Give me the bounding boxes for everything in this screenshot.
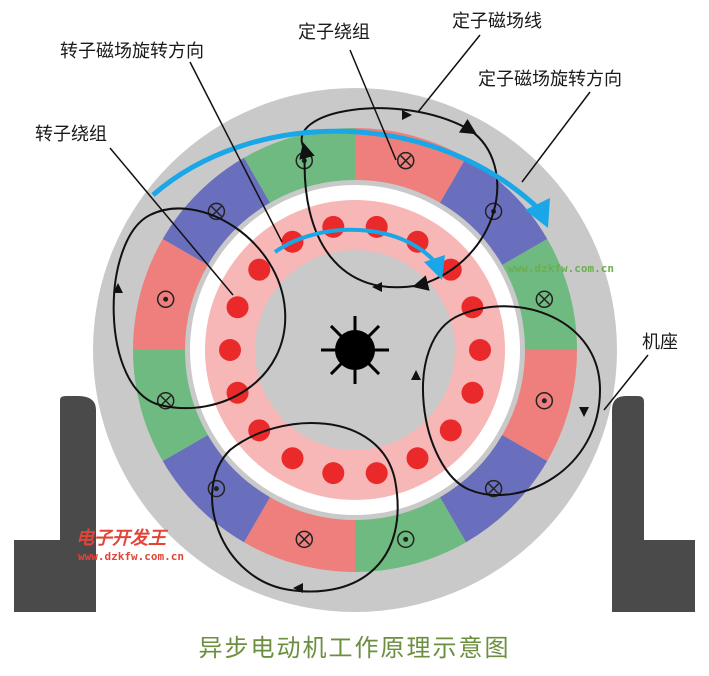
rotor-rotation-arrowhead bbox=[424, 255, 445, 280]
current-out-icon bbox=[207, 479, 226, 498]
shaft-spike bbox=[366, 361, 381, 376]
rotor-conductor bbox=[226, 296, 249, 319]
stator-slot bbox=[502, 350, 577, 461]
watermark-logo: 电子开发王 bbox=[76, 528, 169, 549]
rotor-rotation-arrow bbox=[273, 227, 437, 264]
stator-rotation-arrowhead bbox=[525, 198, 550, 228]
label-rotor-winding: 转子绕组 bbox=[35, 124, 107, 145]
current-out-icon bbox=[396, 530, 415, 549]
shaft-spike bbox=[329, 324, 344, 339]
label-stator-field-direction: 定子磁场旋转方向 bbox=[478, 69, 622, 90]
stator-slot bbox=[244, 128, 355, 203]
current-in-icon bbox=[156, 391, 175, 410]
current-in-icon bbox=[295, 530, 314, 549]
rotor-conductor bbox=[365, 462, 388, 485]
shaft-spike bbox=[366, 324, 381, 339]
rotor-conductor bbox=[461, 296, 484, 319]
field-loop-bottom bbox=[211, 421, 399, 593]
rotor-conductor bbox=[281, 447, 304, 470]
current-in-icon bbox=[484, 479, 503, 498]
rotor-conductor bbox=[248, 258, 271, 281]
stator-field-lines bbox=[112, 107, 602, 593]
current-in-icon bbox=[535, 290, 554, 309]
stator-slot bbox=[133, 239, 208, 350]
current-out-icon bbox=[156, 290, 175, 309]
current-out-icon bbox=[535, 391, 554, 410]
stator-rotation-arrow bbox=[151, 128, 542, 212]
watermark-url-right: www.dzkfw.com.cn bbox=[508, 262, 614, 275]
rotor-conductor bbox=[469, 339, 491, 361]
stator-slot bbox=[355, 497, 466, 572]
label-stator-winding: 定子绕组 bbox=[298, 22, 370, 43]
rotor-conductor bbox=[226, 381, 249, 404]
leader-lines bbox=[109, 34, 649, 411]
label-stator-field-lines: 定子磁场线 bbox=[452, 11, 542, 32]
label-frame: 机座 bbox=[642, 332, 678, 353]
field-loop-left bbox=[112, 207, 287, 410]
field-loop-top bbox=[300, 107, 499, 287]
rotor-conductor bbox=[322, 462, 345, 485]
rotor-conductor bbox=[406, 447, 429, 470]
rotor-conductor bbox=[219, 339, 241, 361]
watermark-url-left: www.dzkfw.com.cn bbox=[78, 550, 184, 563]
diagram-caption: 异步电动机工作原理示意图 bbox=[198, 634, 511, 662]
rotor-conductor bbox=[322, 215, 345, 238]
label-rotor-field-direction: 转子磁场旋转方向 bbox=[60, 41, 204, 62]
field-loop-right bbox=[422, 305, 602, 496]
field-arrows bbox=[113, 110, 589, 593]
shaft-icon bbox=[321, 316, 389, 384]
shaft-spike bbox=[329, 361, 344, 376]
rotor-conductor bbox=[461, 381, 484, 404]
rotor-conductor bbox=[439, 419, 462, 442]
